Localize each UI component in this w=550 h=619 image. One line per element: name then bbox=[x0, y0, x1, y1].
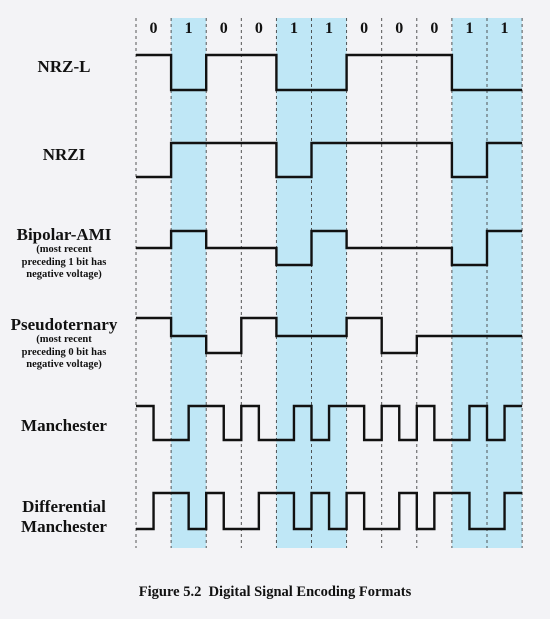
signal-bipolar-ami bbox=[136, 229, 523, 267]
bit-label: 1 bbox=[501, 20, 509, 37]
highlight-band-bit-10 bbox=[487, 18, 523, 548]
bit-label: 1 bbox=[325, 20, 333, 37]
row-label-differential-manchester: Differential Manchester bbox=[21, 497, 107, 536]
bit-label: 1 bbox=[290, 20, 298, 37]
bit-label: 1 bbox=[185, 20, 193, 37]
signal-nrzi bbox=[136, 141, 523, 179]
signal-differential-manchester bbox=[136, 491, 523, 531]
row-note-pseudoternary: (most recent preceding 0 bit has negativ… bbox=[21, 334, 107, 370]
row-label-nrz-l: NRZ-L bbox=[37, 57, 91, 76]
row-note-bipolar-ami: (most recent preceding 1 bit has negativ… bbox=[21, 244, 107, 280]
bit-label: 0 bbox=[220, 20, 228, 37]
bit-label: 0 bbox=[360, 20, 368, 37]
bit-dividers bbox=[135, 18, 523, 548]
highlight-band-bit-1 bbox=[171, 18, 207, 548]
bit-label: 1 bbox=[465, 20, 473, 37]
bit-label: 0 bbox=[395, 20, 403, 37]
bit-labels: 0 1 0 0 1 1 0 0 0 1 1 bbox=[150, 20, 509, 37]
signals bbox=[136, 53, 523, 531]
bit-label: 0 bbox=[430, 20, 438, 37]
row-label-nrzi: NRZI bbox=[42, 145, 86, 164]
row-label-bipolar-ami: Bipolar-AMI bbox=[16, 225, 112, 244]
highlight-bands bbox=[171, 18, 523, 548]
signal-manchester bbox=[136, 404, 523, 442]
row-label-pseudoternary: Pseudoternary bbox=[10, 315, 118, 334]
signal-pseudoternary bbox=[136, 316, 523, 355]
bit-label: 0 bbox=[255, 20, 263, 37]
row-label-manchester: Manchester bbox=[21, 416, 107, 435]
signal-nrz-l bbox=[136, 53, 523, 92]
highlight-band-bit-4 bbox=[276, 18, 312, 548]
figure-caption: Figure 5.2 Digital Signal Encoding Forma… bbox=[138, 584, 412, 600]
highlight-band-bit-5 bbox=[311, 18, 347, 548]
bit-label: 0 bbox=[150, 20, 158, 37]
highlight-band-bit-9 bbox=[451, 18, 487, 548]
